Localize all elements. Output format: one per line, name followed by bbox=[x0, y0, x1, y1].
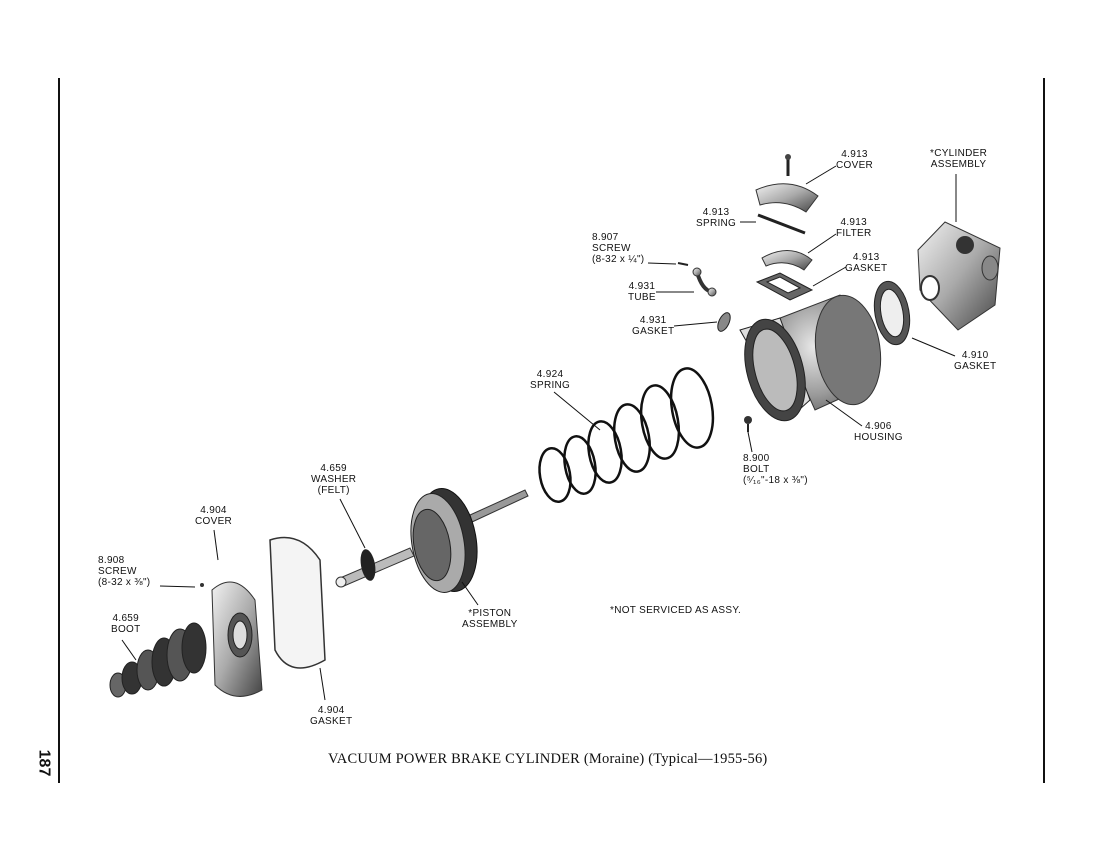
cover-4904-part bbox=[211, 581, 263, 697]
boot-part bbox=[109, 622, 207, 698]
piston-assembly-part bbox=[335, 488, 529, 593]
cylinder-assembly-part bbox=[917, 221, 1001, 331]
service-note: *NOT SERVICED AS ASSY. bbox=[610, 605, 742, 616]
figure-caption: VACUUM POWER BRAKE CYLINDER (Moraine) (T… bbox=[328, 751, 768, 767]
housing-part bbox=[739, 294, 882, 422]
spring-small-part bbox=[757, 213, 806, 235]
bolt-part bbox=[744, 416, 752, 432]
gasket-4910-part bbox=[873, 280, 911, 346]
filter-part bbox=[761, 250, 813, 271]
right-margin-rule bbox=[1043, 78, 1045, 783]
screw-8907-part bbox=[677, 262, 689, 266]
cover-top-part bbox=[755, 154, 819, 213]
screw-8908-part bbox=[200, 583, 204, 587]
gasket-4931-part bbox=[717, 312, 731, 332]
tube-part bbox=[692, 267, 717, 297]
gasket-4904-part bbox=[269, 536, 326, 669]
leader-lines bbox=[121, 165, 957, 701]
spring-4924-part bbox=[538, 367, 715, 503]
left-margin-rule bbox=[58, 78, 60, 783]
gasket-4913-part bbox=[755, 272, 814, 301]
washer-part bbox=[360, 549, 376, 581]
